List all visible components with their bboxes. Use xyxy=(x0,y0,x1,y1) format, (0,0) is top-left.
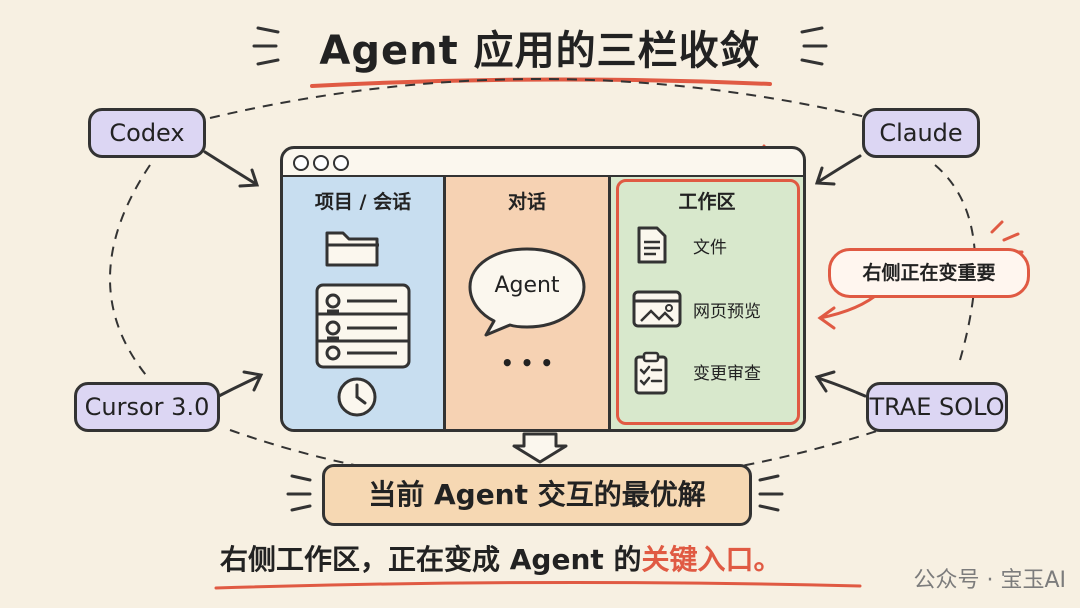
chat-more-dots: • • • xyxy=(500,351,554,375)
app-window: 项目 / 会话 对话 Agent • • • 工作区 xyxy=(280,146,806,432)
result-sparkle-left xyxy=(286,474,312,512)
browser-icon xyxy=(632,290,682,328)
chat-bubble-icon xyxy=(468,247,586,337)
result-box: 当前 Agent 交互的最优解 xyxy=(322,464,752,526)
window-dot-icon xyxy=(293,155,309,171)
footer-text: 右侧工作区，正在变成 Agent 的关键入口。 xyxy=(220,538,782,578)
arrow-codex xyxy=(203,150,260,188)
dashed-loop-top xyxy=(209,78,871,119)
window-dot-icon xyxy=(333,155,349,171)
callout-arrowhead xyxy=(817,306,836,330)
workspace-item-files: 文件 xyxy=(631,225,791,265)
window-titlebar xyxy=(283,149,803,178)
column-workspace: 工作区 文件 网页预览 xyxy=(611,177,803,429)
title-sparkle-right xyxy=(800,26,828,66)
workspace-item-label: 变更审查 xyxy=(693,364,761,384)
arrow-cursor xyxy=(213,370,264,400)
footer-underline xyxy=(214,580,862,590)
arrow-trae xyxy=(814,370,867,398)
page-title: Agent 应用的三栏收敛 xyxy=(319,28,761,74)
checklist-icon xyxy=(634,351,668,395)
tag-trae: TRAE SOLO xyxy=(866,382,1008,432)
column-projects-header: 项目 / 会话 xyxy=(314,191,412,213)
workspace-item-review: 变更审查 xyxy=(631,351,791,395)
dashed-loop-right xyxy=(934,164,977,361)
title-sparkle-left xyxy=(252,26,280,66)
dashed-loop-left xyxy=(109,164,151,381)
chat-bubble-label: Agent xyxy=(494,273,560,298)
column-projects: 项目 / 会话 xyxy=(283,177,446,429)
session-list-icon xyxy=(315,283,411,369)
workspace-item-label: 网页预览 xyxy=(693,302,761,322)
folder-icon xyxy=(325,231,379,267)
footer-highlight: 关键入口。 xyxy=(641,543,782,576)
workspace-item-preview: 网页预览 xyxy=(631,289,791,329)
window-dot-icon xyxy=(313,155,329,171)
watermark: 公众号 · 宝玉AI xyxy=(913,568,1066,593)
footer-main: 右侧工作区，正在变成 Agent 的 xyxy=(220,543,642,576)
tag-cursor: Cursor 3.0 xyxy=(74,382,220,432)
document-icon xyxy=(637,226,667,264)
column-workspace-header: 工作区 xyxy=(678,191,736,213)
column-chat: 对话 Agent • • • xyxy=(446,177,611,429)
column-chat-header: 对话 xyxy=(507,191,546,213)
workspace-highlight-frame xyxy=(616,179,800,425)
tag-codex: Codex xyxy=(88,108,206,158)
down-arrow xyxy=(512,432,568,464)
callout-bubble: 右侧正在变重要 xyxy=(828,248,1030,298)
arrow-claude xyxy=(814,154,862,186)
workspace-item-label: 文件 xyxy=(693,238,727,258)
result-sparkle-right xyxy=(758,474,784,512)
title-underline xyxy=(310,77,772,88)
clock-icon xyxy=(337,377,377,417)
tag-claude: Claude xyxy=(862,108,980,158)
dashed-loop-bottom xyxy=(229,429,881,486)
